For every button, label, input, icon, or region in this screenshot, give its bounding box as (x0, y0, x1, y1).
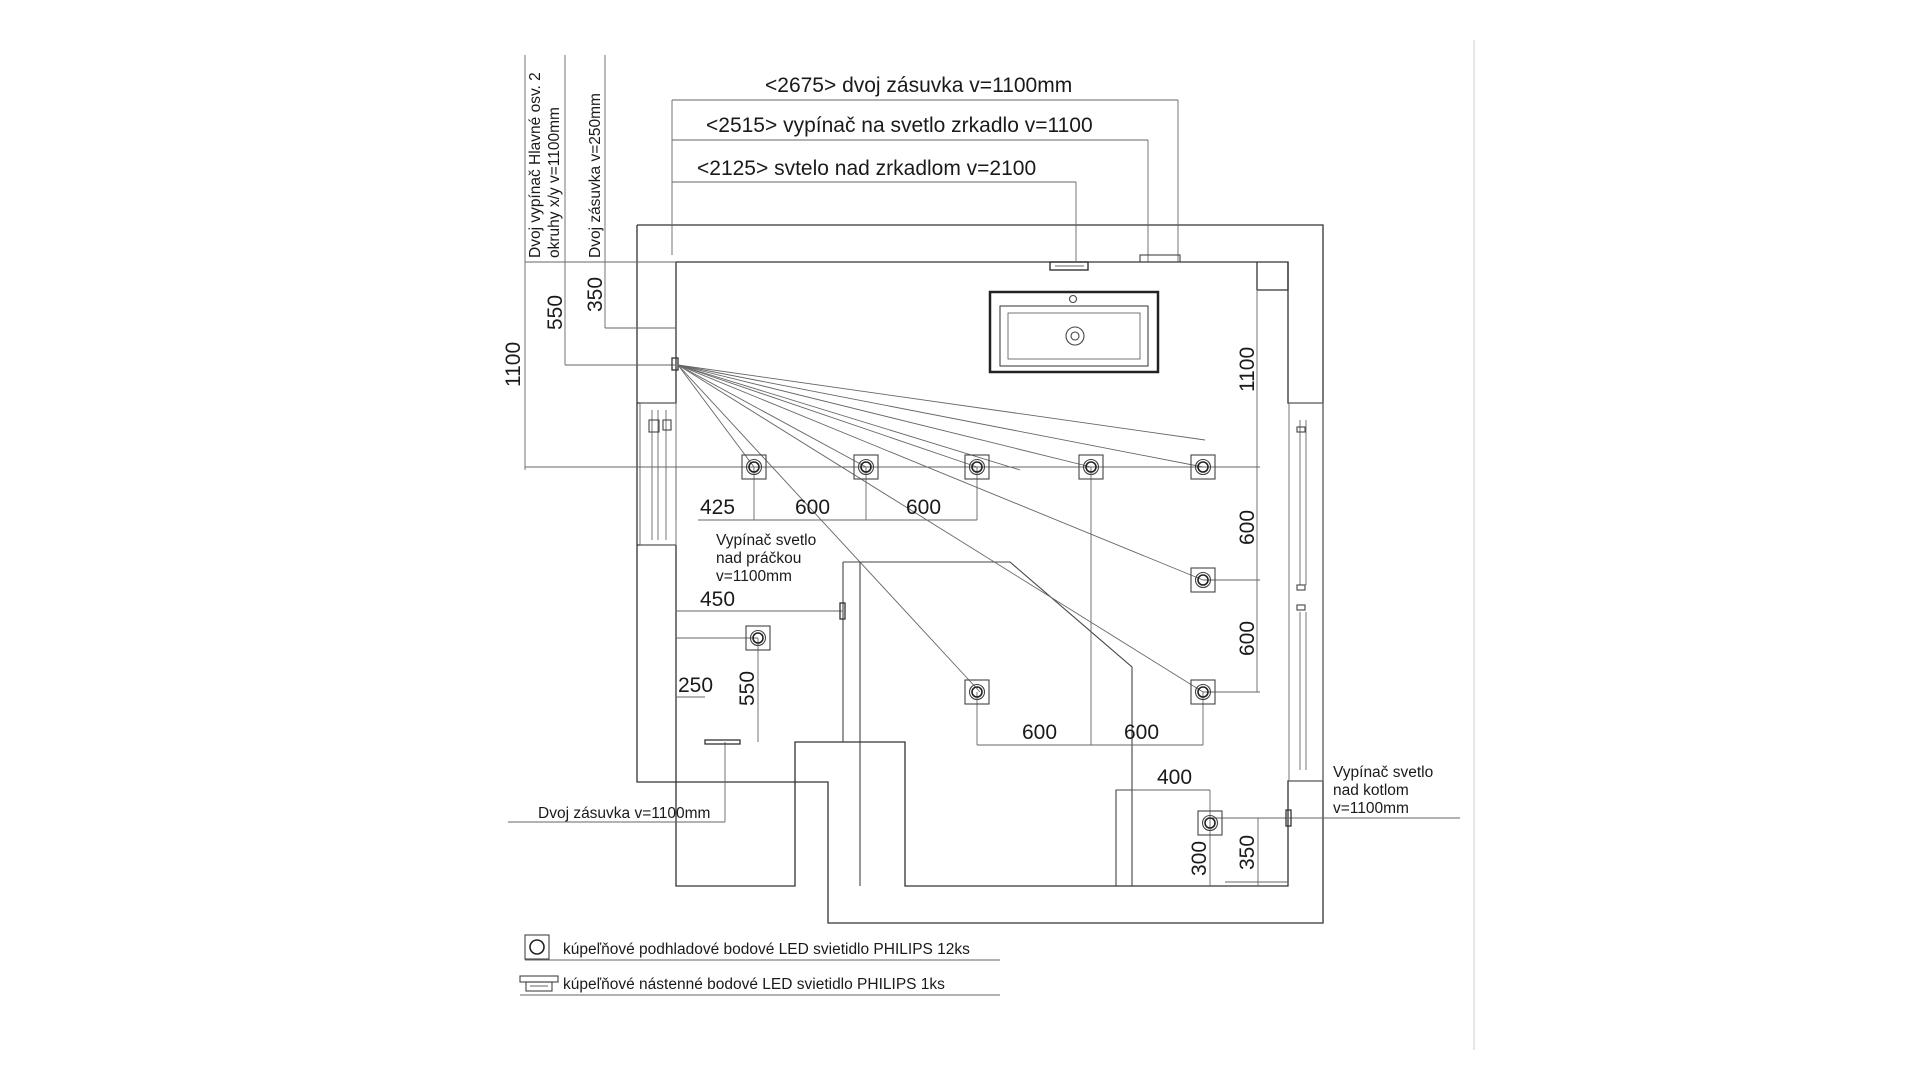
dim-bottom-600-a: 600 (1022, 721, 1057, 744)
dim-2515: <2515> vypínač na svetlo zrkadlo v=1100 (706, 114, 1093, 137)
dim-600-a: 600 (795, 496, 830, 519)
dim-425: 425 (700, 496, 735, 519)
dim-v600-a: 600 (1236, 510, 1259, 545)
dim-600-b: 600 (906, 496, 941, 519)
legend-ceiling-label: kúpeľňové podhladové bodové LED svietidl… (563, 941, 970, 958)
dim-400: 400 (1157, 766, 1192, 789)
dim-2675: <2675> dvoj zásuvka v=1100mm (765, 74, 1072, 97)
dim-v300: 300 (1188, 841, 1211, 876)
ceiling-light-icon (964, 679, 990, 705)
right-wall-elements (1288, 402, 1324, 782)
light-row-dimensions: 425 600 600 1100 600 600 (525, 290, 1260, 693)
bottom-dimensions: 600 600 (976, 467, 1204, 746)
ceiling-light-icon (1078, 454, 1104, 480)
dim-450: 450 (700, 588, 735, 611)
boiler-note-2: nad kotlom (1333, 782, 1409, 799)
dim-v550: 550 (736, 671, 759, 706)
left-window (639, 402, 677, 546)
ceiling-light-icon (1190, 679, 1216, 705)
boiler-switch-area: 400 300 350 Vypínač svetlo nad kotlom v=… (1132, 764, 1460, 886)
ceiling-light-icon (1190, 567, 1216, 593)
dim-2125: <2125> svtelo nad zrkadlom v=2100 (697, 157, 1036, 180)
ceiling-light-icon (1197, 810, 1223, 836)
dim-250: 250 (678, 674, 713, 697)
wall-light-legend-icon (519, 975, 559, 992)
room-outline (636, 224, 1324, 924)
socket-bottom-note: Dvoj zásuvka v=1100mm (538, 805, 710, 822)
main-switch-rays (671, 357, 1206, 693)
mirror-light-fixture (1049, 261, 1089, 271)
dim-left-350: 350 (584, 277, 607, 312)
dim-v600-b: 600 (1236, 621, 1259, 656)
ceiling-light-icon (745, 625, 771, 651)
washer-area (842, 561, 1133, 886)
ceiling-light-legend-icon (524, 934, 550, 960)
washer-switch (839, 602, 846, 620)
washer-note-1: Vypínač svetlo (716, 532, 816, 549)
main-switch (671, 357, 679, 371)
ceiling-light-icon (1190, 454, 1216, 480)
dim-left-550: 550 (544, 295, 567, 330)
boiler-note-3: v=1100mm (1333, 800, 1409, 817)
dim-bottom-600-b: 600 (1124, 721, 1159, 744)
dim-v350: 350 (1236, 835, 1259, 870)
ceiling-lights (741, 454, 1223, 836)
washer-note-3: v=1100mm (716, 568, 792, 585)
ceiling-light-icon (741, 454, 767, 480)
left-dimensions: Dvoj vypínač Hlavné osv. 2 okruhy x/y v=… (502, 55, 676, 470)
dim-right-1100: 1100 (1236, 347, 1259, 392)
dim-left-1100: 1100 (502, 342, 525, 387)
washer-switch-area: 450 250 550 Vypínač svetlo nad práčkou v… (508, 532, 846, 823)
socket-250-note: Dvoj zásuvka v=250mm (587, 93, 604, 258)
legend: kúpeľňové podhladové bodové LED svietidl… (519, 934, 1000, 996)
top-dimensions: <2675> dvoj zásuvka v=1100mm <2515> vypí… (671, 74, 1181, 263)
legend-wall-label: kúpeľňové nástenné bodové LED svietidlo … (563, 976, 945, 993)
switch-note-line1: Dvoj vypínač Hlavné osv. 2 (527, 72, 544, 258)
ceiling-light-icon (853, 454, 879, 480)
socket-bottom (704, 739, 741, 745)
ceiling-light-icon (964, 454, 990, 480)
boiler-note-1: Vypínač svetlo (1333, 764, 1433, 781)
washer-note-2: nad práčkou (716, 550, 801, 567)
sink-vanity (988, 261, 1160, 374)
switch-note-line2: okruhy x/y v=1100mm (546, 107, 563, 258)
boiler-switch (1285, 809, 1292, 827)
